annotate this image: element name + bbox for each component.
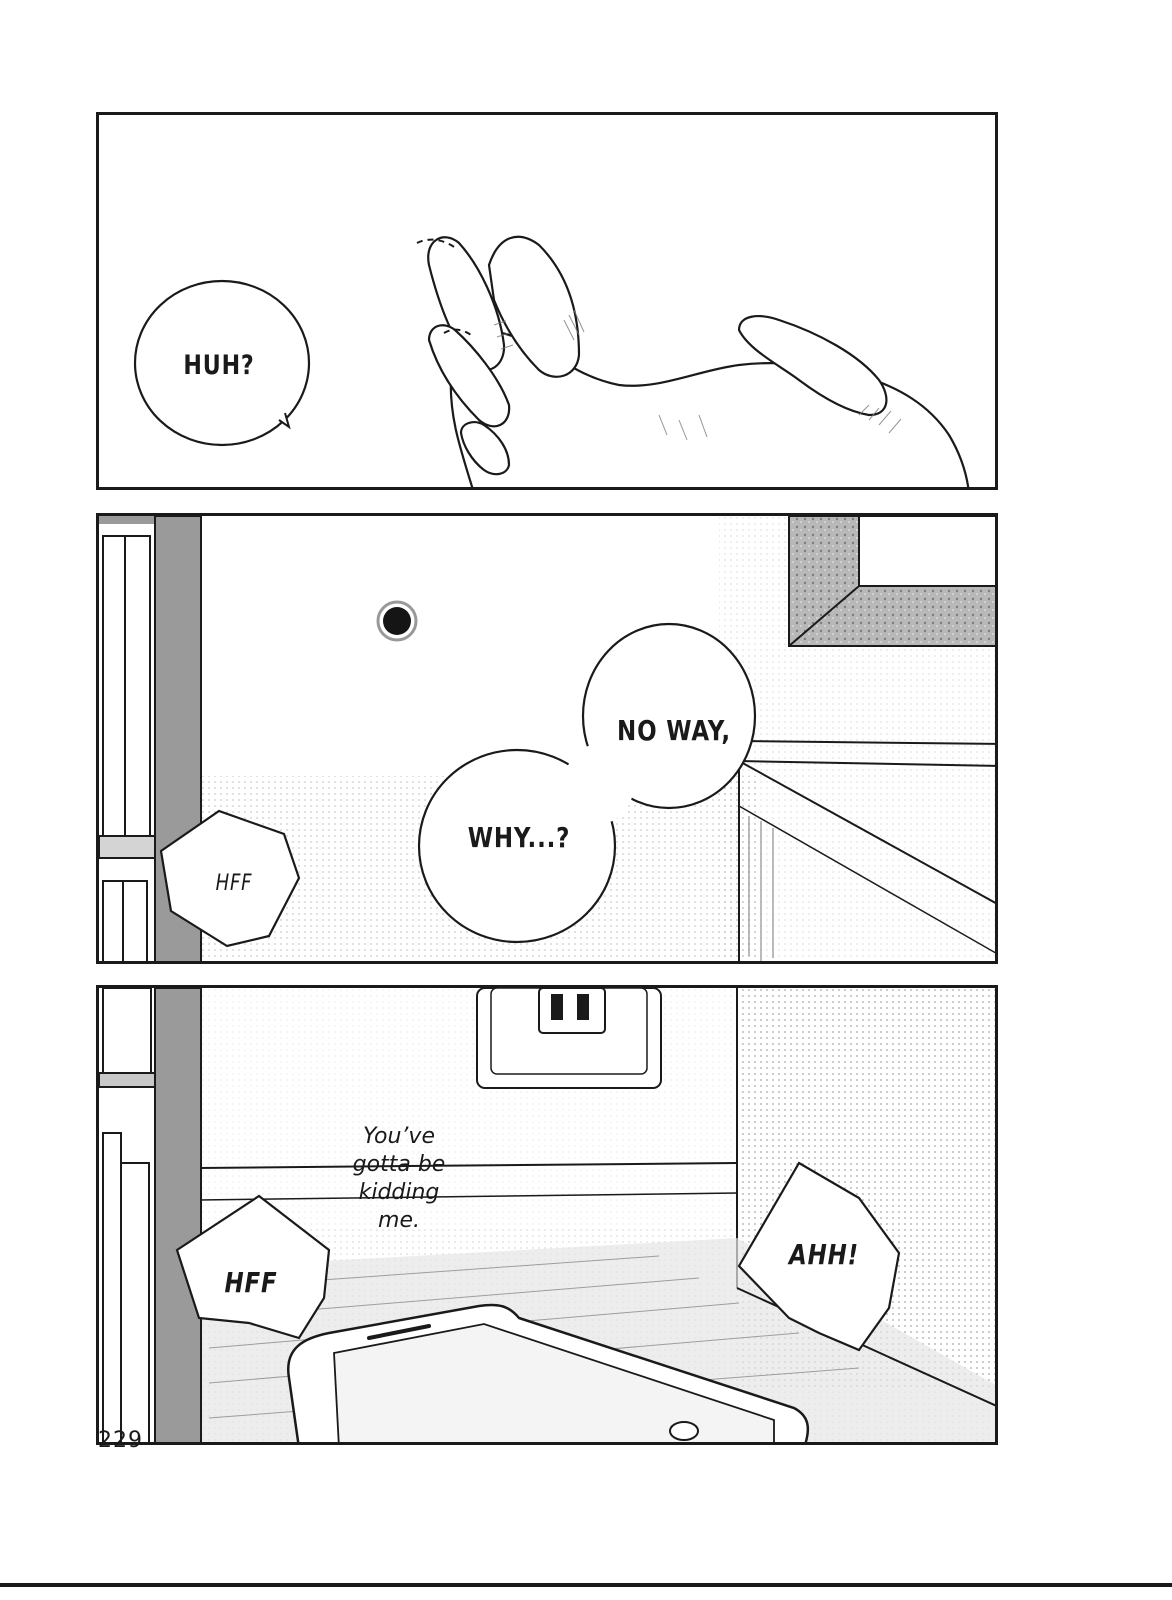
caption-line: gotta be — [352, 1152, 446, 1177]
page-number: 229 — [98, 1428, 143, 1453]
sfx-balloon-hff-2 — [175, 1194, 331, 1340]
panel-hand: HUH? — [96, 112, 998, 490]
floor-illustration — [99, 988, 995, 1442]
panel-wall: NO WAY, WHY...? HFF — [96, 513, 998, 964]
speech-balloon-why — [417, 748, 617, 944]
caption-line: kidding — [358, 1180, 440, 1205]
sfx-text-hff: HFF — [215, 871, 253, 896]
sfx-text-hff-2: HFF — [224, 1266, 278, 1299]
wall-illustration — [99, 516, 995, 961]
hand-illustration — [133, 188, 970, 487]
panel-floor: HFF AHH! You’ve gotta be kidding me. — [96, 985, 998, 1445]
sfx-text-ahh: AHH! — [789, 1238, 859, 1271]
bottom-rule — [0, 1583, 1172, 1587]
balloon-text-no-way: NO WAY, — [617, 714, 731, 747]
balloon-text-huh: HUH? — [183, 350, 255, 381]
caption-line: me. — [378, 1208, 420, 1233]
caption-thought: You’ve gotta be kidding me. — [329, 1123, 469, 1235]
caption-line: You’ve — [363, 1124, 435, 1149]
sfx-balloon-hff — [159, 809, 301, 948]
smartphone-icon — [286, 1303, 810, 1442]
balloon-text-why: WHY...? — [467, 821, 571, 854]
speech-balloon-huh — [133, 279, 311, 447]
sfx-balloon-ahh — [737, 1161, 901, 1352]
